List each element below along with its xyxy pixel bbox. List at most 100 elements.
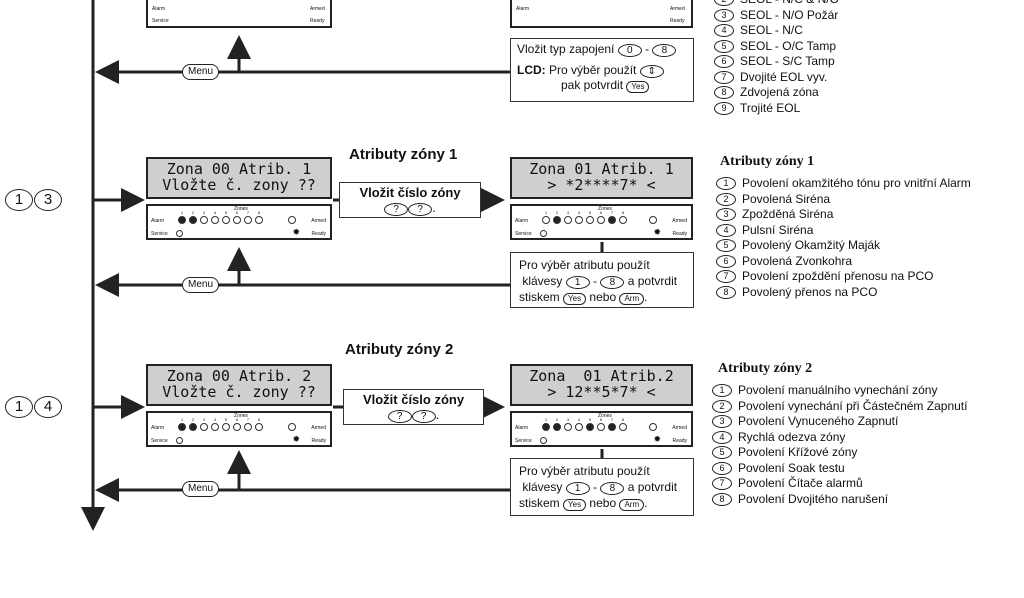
number-key-icon: 5 (714, 39, 734, 53)
zone-led-icon (619, 423, 627, 431)
armed-led-icon (288, 423, 296, 431)
list-item-label: Trojité EOL (740, 100, 801, 115)
zone-led-icon (597, 216, 605, 224)
zone-led-icon (178, 423, 186, 431)
zone-led-icon (553, 216, 561, 224)
menu-button-top[interactable]: Menu (182, 64, 220, 80)
list-item: 8 Povolený přenos na PCO (716, 285, 971, 301)
lcd-right-sec2: Zona 01 Atrib.2> 12**5*7* < (510, 364, 693, 406)
service-label: Service (515, 231, 532, 237)
list-item-label: Zpožděná Siréna (742, 207, 834, 221)
zone-led-icon (255, 216, 263, 224)
armed-label: Armed (311, 218, 326, 224)
list-item-label: SEOL - N/C & N/O (740, 0, 839, 8)
ready-label: Ready (311, 231, 326, 237)
list-item: 6 SEOL - S/C Tamp (714, 54, 839, 70)
zone-led-icon (564, 423, 572, 431)
service-led-icon (540, 437, 547, 444)
number-key-icon: 4 (714, 24, 734, 38)
service-label: Service (515, 438, 532, 444)
connection-type-list: 2SEOL - N/C & N/O3SEOL - N/O Požár4SEOL … (714, 0, 839, 116)
list-item: 2 Povolená Siréna (716, 192, 971, 208)
lcd-right-sec1: Zona 01 Atrib. 1> *2****7* < (510, 157, 693, 199)
ready-led-icon: ✹ (653, 227, 661, 237)
list-item-label: SEOL - S/C Tamp (740, 54, 835, 68)
zone-leds (542, 216, 627, 224)
ready-label: Ready (672, 231, 687, 237)
number-key-icon: 8 (714, 86, 734, 100)
number-key-icon: 2 (716, 192, 736, 206)
zone-led-icon (222, 423, 230, 431)
zone-led-icon (222, 216, 230, 224)
zone-led-icon (233, 216, 241, 224)
section1-heading: Atributy zóny 1 (349, 146, 458, 163)
menu-button-sec2[interactable]: Menu (182, 481, 220, 497)
list-item-label: Povolení Vynuceného Zapnutí (738, 414, 899, 428)
number-key-icon: 1 (716, 177, 736, 191)
scroll-key-icon: ⇕ (639, 65, 664, 78)
armed-led-icon (649, 423, 657, 431)
list-item-label: Povolený Okamžitý Maják (742, 238, 881, 252)
list-item: 2SEOL - N/C & N/O (714, 0, 839, 8)
enter-zone-box-sec1: Vložit číslo zóny ??. (339, 182, 481, 218)
zones-label: Zones (598, 413, 612, 419)
section2-heading: Atributy zóny 2 (345, 341, 454, 358)
number-key-icon: 6 (714, 55, 734, 69)
list-item-label: Povolená Zvonkohra (742, 253, 853, 268)
led-panel-top-left: Alarm Service Armed Ready (146, 0, 332, 28)
zone-led-icon (608, 216, 616, 224)
zone-led-icon (575, 423, 583, 431)
help-box-connection-type: Vložit typ zapojení 0 - 8 LCD: Pro výběr… (510, 38, 694, 102)
armed-led-icon (288, 216, 296, 224)
zone-led-icon (586, 216, 594, 224)
ready-label: Ready (311, 438, 326, 444)
number-key-icon: 6 (716, 254, 736, 268)
zone-led-icon (619, 216, 627, 224)
list-item: 5 Povolený Okamžitý Maják (716, 238, 971, 254)
number-key-icon: 3 (712, 415, 732, 429)
armed-led-icon (649, 216, 657, 224)
alarm-label: Alarm (515, 218, 529, 224)
zones-label: Zones (234, 413, 248, 419)
number-key-icon: 8 (716, 285, 736, 299)
zone-led-icon (233, 423, 241, 431)
alarm-label: Alarm (151, 425, 165, 431)
alarm-label: Alarm (515, 425, 529, 431)
list-item-label: Rychlá odezva zóny (738, 429, 846, 444)
list-item-label: Dvojité EOL vyv. (740, 69, 828, 84)
list-item-label: Povolený přenos na PCO (742, 284, 878, 299)
number-key-icon: 3 (714, 8, 734, 22)
zone-led-icon (553, 423, 561, 431)
zone-led-icon (211, 423, 219, 431)
zone-led-icon (189, 423, 197, 431)
ready-label: Ready (672, 438, 687, 444)
sec1-attribute-list: 1 Povolení okamžitého tónu pro vnitřní Al… (716, 176, 971, 300)
service-led-icon (540, 230, 547, 237)
service-label: Service (151, 438, 168, 444)
zone-led-icon (564, 216, 572, 224)
zone-led-icon (244, 216, 252, 224)
number-key-icon: 5 (716, 239, 736, 253)
armed-label: Armed (311, 425, 326, 431)
number-key-icon: 2 (712, 399, 732, 413)
zone-led-icon (542, 216, 550, 224)
list-item-label: Povolená Siréna (742, 191, 831, 206)
list-item-label: Povolení okamžitého tónu pro vnitřní Ala… (742, 176, 971, 190)
zone-led-icon (200, 423, 208, 431)
zone-leds (178, 423, 263, 431)
menu-button-sec1[interactable]: Menu (182, 277, 220, 293)
number-key-icon: 5 (712, 446, 732, 460)
